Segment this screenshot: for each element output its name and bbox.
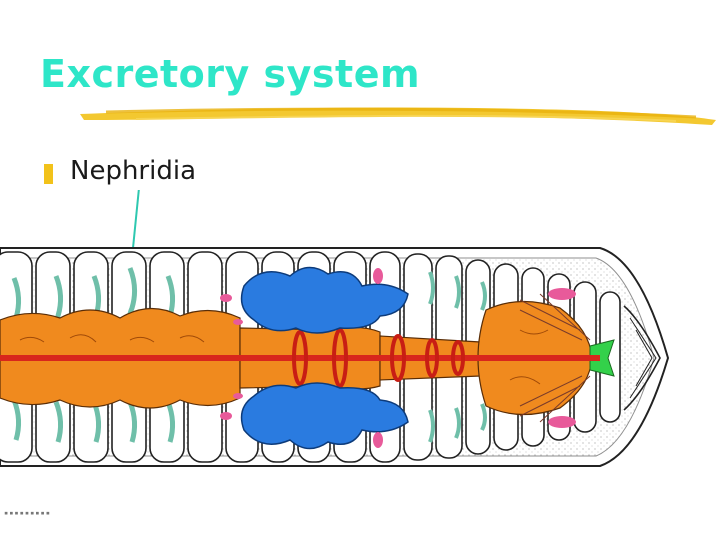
pharynx (589, 339, 615, 377)
title-highlight-stroke (80, 107, 716, 125)
bullet-nephridia: Nephridia (70, 156, 197, 186)
slide-title: Excretory system (40, 52, 421, 96)
bullet-marker (44, 164, 53, 184)
image-credit-text: ▪▪▪▪▪▪▪▪▪ (4, 509, 51, 517)
pink-organs (220, 268, 576, 448)
seminal-vesicles (240, 266, 409, 450)
head-muscles (519, 293, 591, 423)
aortic-arches (292, 328, 465, 388)
earthworm-diagram (0, 190, 670, 467)
